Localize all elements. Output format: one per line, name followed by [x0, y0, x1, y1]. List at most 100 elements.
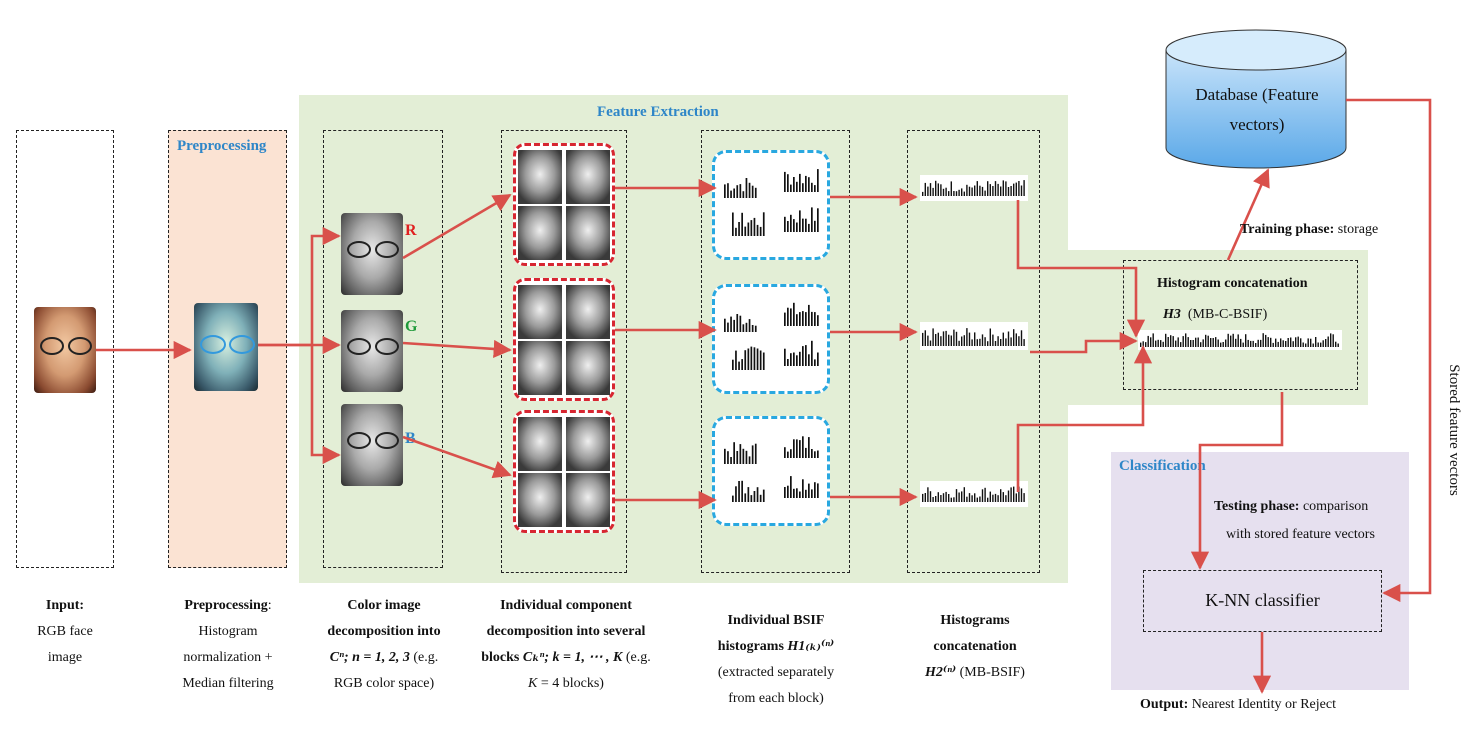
histogram-bar	[1267, 337, 1269, 347]
histogram-bar	[762, 352, 765, 370]
histogram-bar	[1142, 341, 1144, 347]
histogram-bar	[1325, 339, 1327, 347]
histogram-bar	[1215, 337, 1217, 347]
histogram-bar	[814, 312, 816, 326]
face-block-tile	[566, 150, 610, 204]
histogram-bar	[1023, 493, 1025, 502]
face-block-tile	[518, 285, 562, 339]
histogram-bar	[787, 174, 789, 192]
histogram-bar	[1245, 334, 1247, 347]
histogram-bar	[1250, 340, 1252, 347]
histogram-bar	[974, 185, 976, 196]
histogram-bar	[802, 311, 804, 326]
histogram-bars	[724, 169, 1339, 502]
histogram-bar	[754, 187, 757, 198]
caption-block-decomposition: Individual component decomposition into …	[481, 598, 651, 691]
histogram-bar	[989, 328, 991, 346]
histogram-bar	[935, 180, 937, 196]
histogram-bar	[739, 315, 742, 332]
histogram-bar	[756, 348, 759, 370]
histogram-bar	[1005, 181, 1007, 196]
histogram-bar	[1280, 338, 1282, 347]
histogram-bar	[724, 184, 726, 198]
histogram-bar	[929, 183, 932, 196]
database-label: Database (Feature vectors)	[1195, 85, 1319, 134]
histogram-bar	[747, 222, 750, 236]
histogram-bar	[808, 483, 810, 498]
histogram-bar	[1182, 336, 1184, 347]
histogram-bar	[738, 481, 740, 502]
histogram-bar	[741, 212, 743, 236]
histogram-bar	[1217, 339, 1219, 347]
histogram-bar	[1177, 337, 1179, 347]
database-cylinder	[1165, 29, 1347, 169]
histogram-bar	[1002, 492, 1004, 502]
histogram-bar	[950, 181, 952, 196]
histogram-bar	[1227, 333, 1229, 347]
histogram-bar	[796, 181, 798, 192]
histogram-bar	[1005, 338, 1007, 346]
histogram-bar	[790, 449, 792, 458]
histogram-bar	[732, 495, 734, 502]
histogram-bar	[738, 222, 740, 236]
histogram-bar	[971, 339, 973, 346]
histogram-bar	[1140, 342, 1142, 347]
histogram-bar	[940, 336, 942, 346]
histogram-bar	[1023, 339, 1025, 346]
histogram-bar	[1330, 333, 1332, 347]
histogram-bar	[742, 448, 745, 464]
histogram-bar	[814, 451, 816, 458]
histogram-bar	[736, 451, 739, 464]
histogram-bar	[968, 493, 971, 502]
histogram-bar	[799, 173, 801, 192]
histogram-bar	[961, 491, 963, 502]
histogram-bar	[1200, 342, 1202, 347]
histogram-bar	[1292, 341, 1294, 347]
face-block-tile	[518, 473, 562, 527]
histogram-bar	[1282, 340, 1284, 347]
histogram-bar	[1222, 342, 1224, 347]
histogram-bar	[784, 487, 786, 498]
histogram-bar	[808, 304, 810, 326]
histogram-bar	[817, 169, 819, 192]
face-block-tile	[566, 341, 610, 395]
histogram-bar	[1018, 486, 1020, 502]
histogram-bar	[796, 488, 798, 498]
face-block-tile	[518, 150, 562, 204]
histogram-bar	[784, 216, 786, 232]
histogram-bar	[1295, 337, 1297, 347]
histogram-bar	[1252, 340, 1254, 347]
face-block-tiles	[518, 150, 610, 527]
histogram-bar	[940, 495, 942, 502]
histogram-bar	[974, 493, 976, 502]
histogram-bar	[992, 186, 994, 196]
face-block-tile	[566, 206, 610, 260]
histogram-bar	[1275, 338, 1277, 347]
histogram-bar	[1192, 340, 1194, 347]
histogram-bar	[1013, 183, 1015, 196]
histogram-bar	[966, 496, 968, 502]
histogram-bar	[997, 336, 999, 346]
histogram-bar	[1010, 186, 1012, 196]
histogram-bar	[1197, 337, 1199, 347]
face-block-tile	[566, 417, 610, 471]
histogram-bar	[953, 329, 955, 346]
histogram-bar	[979, 496, 981, 502]
histogram-bar	[1202, 339, 1204, 347]
histogram-bar	[1285, 341, 1287, 347]
histogram-bar	[929, 340, 932, 346]
histogram-bar	[1160, 340, 1162, 347]
histogram-bar	[793, 177, 795, 192]
h3-label: H3 (MB-C-BSIF)	[1163, 307, 1268, 322]
histogram-bar	[817, 450, 819, 458]
histogram-bar	[1147, 335, 1149, 347]
histogram-bar	[987, 341, 989, 346]
classification-title: Classification	[1119, 458, 1206, 474]
histogram-bar	[750, 495, 753, 502]
histogram-bar	[796, 439, 798, 458]
histogram-bar	[1272, 342, 1274, 347]
histogram-bar	[1337, 343, 1339, 347]
histogram-bar	[932, 187, 934, 196]
histogram-bar	[966, 328, 968, 346]
histogram-bar	[730, 190, 732, 198]
